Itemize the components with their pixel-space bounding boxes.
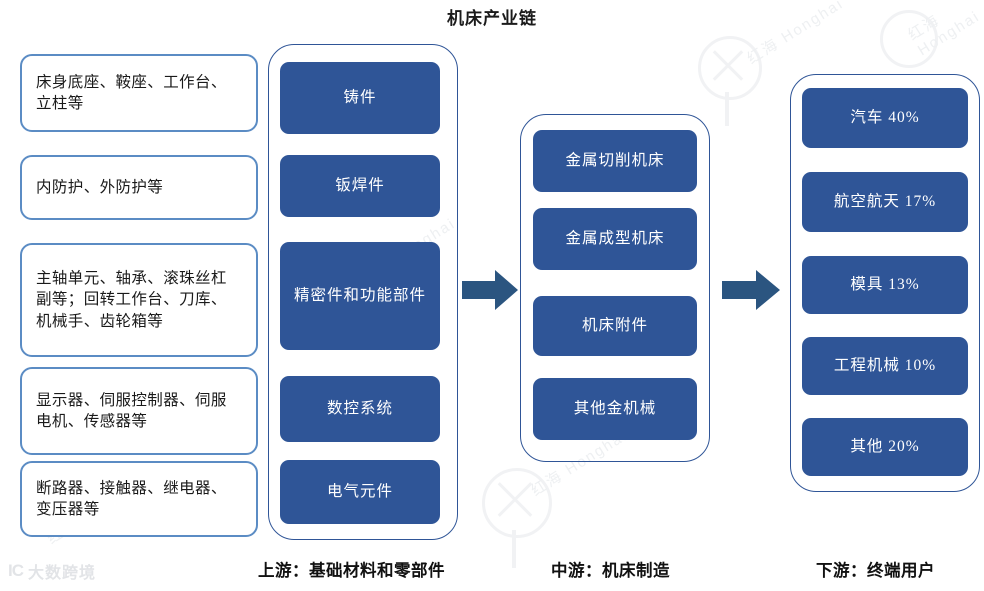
downstream-category-box-3: 模具 13% xyxy=(802,256,968,314)
watermark-x-bar-b xyxy=(497,482,533,517)
upstream-category-box-5: 电气元件 xyxy=(280,460,440,524)
midstream-category-label-3: 机床附件 xyxy=(581,316,648,334)
upstream-detail-box-4: 显示器、伺服控制器、伺服电机、传感器等 xyxy=(20,367,258,455)
watermark-ring-center xyxy=(482,468,552,538)
midstream-category-label-2: 金属成型机床 xyxy=(565,229,665,247)
upstream-category-label-3: 精密件和功能部件 xyxy=(293,286,426,304)
midstream-category-box-1: 金属切削机床 xyxy=(533,130,697,192)
midstream-category-label-1: 金属切削机床 xyxy=(565,151,665,169)
upstream-category-label-5: 电气元件 xyxy=(326,482,393,500)
midstream-container xyxy=(520,114,710,462)
site-logo: IC 大数跨境 xyxy=(8,559,96,583)
downstream-category-label-1: 汽车 40% xyxy=(850,108,920,126)
arrow-midstream-to-downstream xyxy=(722,268,780,312)
upstream-category-box-4: 数控系统 xyxy=(280,376,440,442)
downstream-category-box-4: 工程机械 10% xyxy=(802,337,968,395)
diagram-title: 机床产业链 xyxy=(447,9,537,28)
midstream-category-box-3: 机床附件 xyxy=(533,296,697,356)
upstream-detail-label-3: 主轴单元、轴承、滚珠丝杠副等；回转工作台、刀库、机械手、齿轮箱等 xyxy=(36,269,227,330)
upstream-container xyxy=(268,44,458,540)
upstream-detail-label-2: 内防护、外防护等 xyxy=(36,178,164,196)
downstream-category-label-4: 工程机械 10% xyxy=(833,356,937,374)
upstream-category-label-1: 铸件 xyxy=(343,88,377,106)
watermark-ring-top xyxy=(698,36,762,100)
downstream-container xyxy=(790,74,980,492)
downstream-category-label-3: 模具 13% xyxy=(850,275,920,293)
upstream-detail-box-3: 主轴单元、轴承、滚珠丝杠副等；回转工作台、刀库、机械手、齿轮箱等 xyxy=(20,243,258,357)
stage-label-upstream: 上游：基础材料和零部件 xyxy=(258,561,445,580)
arrow-upstream-to-midstream xyxy=(462,268,518,312)
upstream-category-box-2: 钣焊件 xyxy=(280,155,440,217)
stage-label-midstream: 中游：机床制造 xyxy=(551,561,670,580)
midstream-category-box-2: 金属成型机床 xyxy=(533,208,697,270)
upstream-detail-box-2: 内防护、外防护等 xyxy=(20,155,258,220)
upstream-category-box-1: 铸件 xyxy=(280,62,440,134)
upstream-category-label-2: 钣焊件 xyxy=(335,176,385,194)
upstream-category-label-4: 数控系统 xyxy=(326,399,393,417)
logo-text: 大数跨境 xyxy=(28,565,97,582)
downstream-category-label-2: 航空航天 17% xyxy=(833,192,937,210)
stage-label-downstream: 下游：终端用户 xyxy=(816,561,935,580)
midstream-category-label-4: 其他金机械 xyxy=(573,399,657,417)
watermark-x-top-b xyxy=(712,50,744,81)
upstream-detail-label-5: 断路器、接触器、继电器、变压器等 xyxy=(36,479,227,518)
logo-mark-icon: IC xyxy=(8,561,24,580)
upstream-detail-box-1: 床身底座、鞍座、工作台、立柱等 xyxy=(20,54,258,132)
watermark-stem-center xyxy=(512,530,516,568)
watermark-stem-top xyxy=(725,92,729,126)
watermark-x-top-a xyxy=(712,50,744,81)
upstream-detail-label-4: 显示器、伺服控制器、伺服电机、传感器等 xyxy=(36,391,227,430)
upstream-category-box-3: 精密件和功能部件 xyxy=(280,242,440,350)
downstream-category-box-1: 汽车 40% xyxy=(802,88,968,148)
downstream-category-box-5: 其他 20% xyxy=(802,418,968,476)
upstream-detail-box-5: 断路器、接触器、继电器、变压器等 xyxy=(20,461,258,537)
midstream-category-box-4: 其他金机械 xyxy=(533,378,697,440)
watermark-x-bar-a xyxy=(497,482,533,517)
downstream-category-label-5: 其他 20% xyxy=(850,437,920,455)
upstream-detail-label-1: 床身底座、鞍座、工作台、立柱等 xyxy=(36,73,227,112)
downstream-category-box-2: 航空航天 17% xyxy=(802,172,968,232)
